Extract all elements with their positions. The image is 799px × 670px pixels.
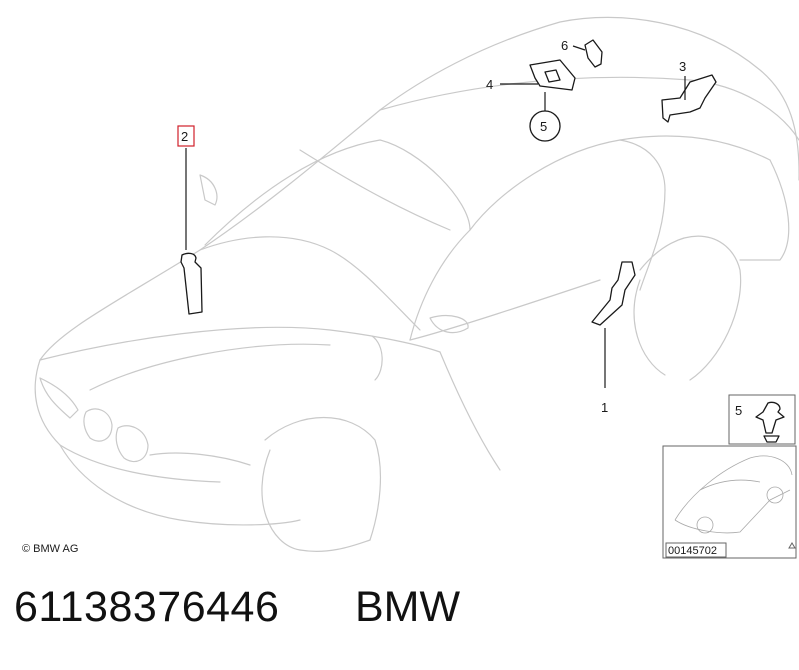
callout-3-label[interactable]: 3 bbox=[679, 59, 686, 74]
callout-4-label[interactable]: 4 bbox=[486, 77, 493, 92]
part-5-callout-circle bbox=[529, 110, 561, 142]
copyright-text: © BMW AG bbox=[22, 543, 78, 555]
thumbnail-code: 00145702 bbox=[668, 545, 717, 557]
part-1-trim[interactable] bbox=[591, 261, 636, 388]
part-3-trim[interactable] bbox=[661, 74, 717, 123]
part-4-bracket[interactable] bbox=[500, 59, 576, 142]
thumbnail-box[interactable] bbox=[662, 445, 797, 559]
fastener-box[interactable] bbox=[728, 394, 796, 445]
part-2-trim[interactable] bbox=[180, 148, 203, 315]
part-6-clip[interactable] bbox=[572, 39, 603, 68]
car-outline bbox=[34, 16, 799, 552]
callout-1-label[interactable]: 1 bbox=[601, 400, 608, 415]
callout-2-label: 2 bbox=[181, 129, 188, 144]
callout-2-highlight bbox=[177, 125, 195, 147]
part-number: 61138376446 bbox=[14, 583, 280, 631]
callout-5-label[interactable]: 5 bbox=[540, 119, 547, 134]
callout-2[interactable]: 2 bbox=[177, 125, 195, 147]
brand-name: BMW bbox=[355, 583, 461, 631]
fastener-label: 5 bbox=[735, 403, 742, 418]
callout-6-label[interactable]: 6 bbox=[561, 38, 568, 53]
